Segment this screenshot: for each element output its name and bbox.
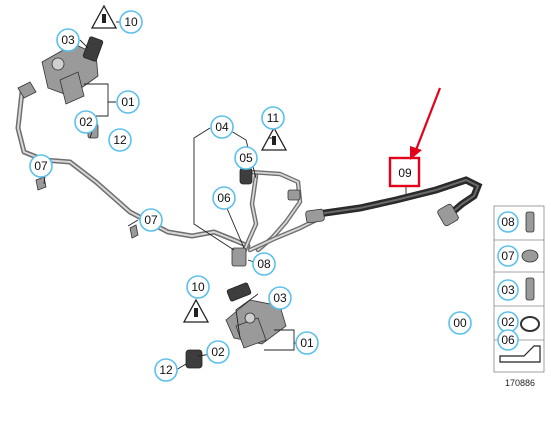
callout-label: 07 bbox=[144, 213, 158, 227]
callout-10-top[interactable]: 10 bbox=[119, 10, 143, 34]
highlight-box bbox=[388, 156, 421, 188]
callout-label: 02 bbox=[79, 115, 93, 129]
lower-pump-bolt bbox=[185, 349, 203, 369]
callout-09-highlighted[interactable]: 09 bbox=[398, 166, 412, 180]
legend-label: 02 bbox=[501, 315, 515, 329]
lower-high-pressure-pump bbox=[225, 282, 287, 349]
callout-label: 07 bbox=[34, 159, 48, 173]
callout-label: 04 bbox=[215, 120, 229, 134]
legend-label: 03 bbox=[501, 283, 515, 297]
nut-icon bbox=[521, 249, 539, 263]
callout-label: 01 bbox=[300, 336, 314, 350]
callout-12-top[interactable]: 12 bbox=[108, 128, 132, 152]
callout-label: 11 bbox=[267, 111, 280, 125]
callout-label: 05 bbox=[239, 151, 253, 165]
high-pressure-hose bbox=[305, 176, 483, 227]
legend-label: 07 bbox=[501, 249, 515, 263]
callout-label: 03 bbox=[273, 291, 287, 305]
callout-07-left[interactable]: 07 bbox=[29, 154, 53, 178]
callout-01-top[interactable]: 01 bbox=[116, 90, 140, 114]
callout-06[interactable]: 06 bbox=[212, 186, 236, 210]
callout-03-top[interactable]: 03 bbox=[56, 28, 80, 52]
legend-item-03[interactable]: 03 bbox=[497, 279, 519, 301]
bolt-icon bbox=[525, 211, 535, 233]
callout-00[interactable]: 00 bbox=[448, 311, 472, 335]
legend-label: 08 bbox=[501, 215, 515, 229]
callout-02-bottom[interactable]: 02 bbox=[206, 340, 230, 364]
left-fuel-feed-line bbox=[15, 81, 251, 249]
legend-item-08[interactable]: 08 bbox=[497, 211, 519, 233]
callout-label: 10 bbox=[191, 280, 205, 294]
callout-03-bottom[interactable]: 03 bbox=[268, 286, 292, 310]
screw-icon bbox=[525, 277, 535, 301]
callout-label: 10 bbox=[124, 15, 138, 29]
callout-label: 12 bbox=[113, 133, 127, 147]
legend-item-07[interactable]: 07 bbox=[497, 245, 519, 267]
legend-item-02[interactable]: 02 bbox=[497, 311, 519, 333]
diagram-number: 170886 bbox=[505, 378, 535, 388]
callout-04[interactable]: 04 bbox=[210, 115, 234, 139]
warning-triangle-icon bbox=[90, 4, 118, 29]
callout-label: 02 bbox=[211, 345, 225, 359]
callout-label: 08 bbox=[257, 257, 271, 271]
callout-label: 06 bbox=[217, 191, 231, 205]
warning-triangle-icon bbox=[182, 298, 210, 323]
callout-05[interactable]: 05 bbox=[234, 146, 258, 170]
callout-08[interactable]: 08 bbox=[252, 252, 276, 276]
callout-02-top[interactable]: 02 bbox=[74, 110, 98, 134]
highlight-arrow bbox=[410, 87, 442, 160]
callout-label: 00 bbox=[453, 316, 467, 330]
o-ring-icon bbox=[520, 316, 540, 332]
callout-label: 01 bbox=[121, 95, 135, 109]
callout-10-bottom[interactable]: 10 bbox=[186, 275, 210, 299]
callout-11[interactable]: 11 bbox=[261, 106, 285, 130]
warning-triangle-icon bbox=[260, 126, 288, 151]
callout-label: 12 bbox=[159, 363, 173, 377]
callout-01-bottom[interactable]: 01 bbox=[295, 331, 319, 355]
direction-arrow-icon bbox=[499, 345, 541, 363]
upper-high-pressure-pump bbox=[41, 36, 104, 105]
callout-07-center[interactable]: 07 bbox=[139, 208, 163, 232]
callout-12-bottom[interactable]: 12 bbox=[154, 358, 178, 382]
legend-label: 06 bbox=[501, 333, 515, 347]
callout-label: 03 bbox=[61, 33, 75, 47]
legend-item-06[interactable]: 06 bbox=[497, 329, 519, 351]
